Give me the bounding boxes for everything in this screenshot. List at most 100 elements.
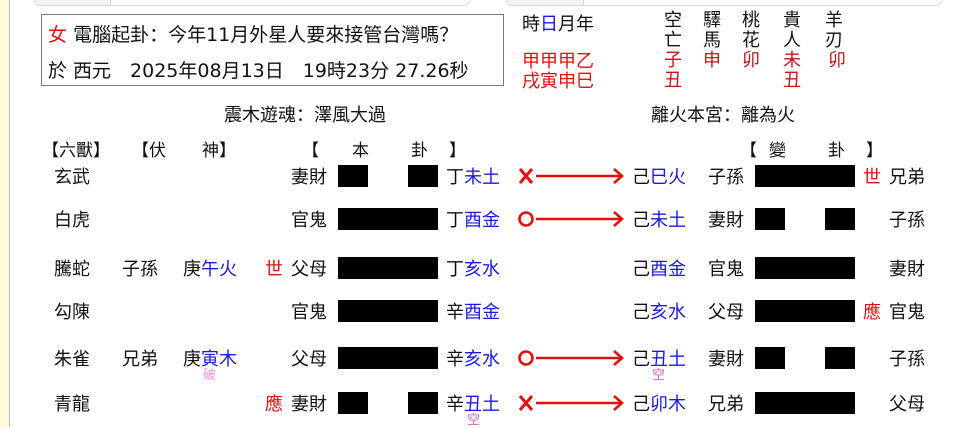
changed-yang-bar <box>755 165 855 187</box>
yin-bar-right-segment <box>408 165 438 187</box>
changed-stem: 己 <box>632 167 650 188</box>
line-branch: 酉金 <box>464 302 500 323</box>
header-biangua-gua: 卦 <box>828 141 845 161</box>
changed-stem: 己 <box>632 259 650 280</box>
line-branch: 亥水 <box>464 349 500 370</box>
changed-stem: 己 <box>632 349 650 370</box>
header-biangua-open: 【 <box>740 141 757 161</box>
left-sidebar-strip <box>0 0 10 427</box>
line-stem: 丁 <box>446 167 464 188</box>
yang-bar <box>338 208 438 230</box>
fushen-mark: 破 <box>203 368 217 383</box>
top-panel-right <box>505 0 943 6</box>
changed-relation: 子孫 <box>708 167 744 188</box>
line-branch: 酉金 <box>464 210 500 231</box>
changed-yin-bar-left-segment <box>755 347 785 369</box>
changed-yang-bar <box>755 392 855 414</box>
question-title-line: 女 電腦起卦：今年11月外星人要來接管台灣嗎？ <box>48 20 458 47</box>
question-box: 女 電腦起卦：今年11月外星人要來接管台灣嗎？ 於 西元 2025年08月13日… <box>41 14 504 86</box>
original-palace-relation: 官鬼 <box>889 302 925 323</box>
yang-bar <box>338 257 438 279</box>
yang-bar <box>338 347 438 369</box>
changed-yin-bar-right-segment <box>825 208 855 230</box>
changed-branch: 未土 <box>650 210 686 231</box>
changed-stem: 己 <box>632 302 650 323</box>
changed-relation: 兄弟 <box>708 394 744 415</box>
header-biangua-bian: 變 <box>769 141 786 161</box>
pillars-header: 時日月年 <box>522 10 594 36</box>
header-liushou: 【六獸】 <box>42 141 110 161</box>
shensha-kongwang: 空亡 子丑 <box>664 10 682 91</box>
six-beast-label: 青龍 <box>54 394 90 415</box>
changed-relation: 妻財 <box>708 210 744 231</box>
fushen-relation: 子孫 <box>122 259 158 280</box>
changed-relation: 官鬼 <box>708 259 744 280</box>
changed-relation: 父母 <box>708 302 744 323</box>
line-stem-branch: 丁未土 <box>446 163 500 189</box>
line-stem: 丁 <box>446 259 464 280</box>
yin-bar-left-segment <box>338 165 368 187</box>
line-relation: 父母 <box>291 259 327 280</box>
fushen-relation: 兄弟 <box>122 349 158 370</box>
original-palace-relation: 子孫 <box>889 349 925 370</box>
line-relation: 妻財 <box>291 167 327 188</box>
line-branch: 丑土 <box>464 394 500 415</box>
changed-branch: 卯木 <box>650 394 686 415</box>
pillars-values: 甲甲甲乙 戌寅申巳 <box>522 52 594 92</box>
shi-ying-mark-left: 應 <box>265 394 283 415</box>
six-beast-label: 白虎 <box>54 210 90 231</box>
changed-branch: 丑土 <box>650 349 686 370</box>
changed-empty-mark: 空 <box>652 368 666 383</box>
line-stem: 辛 <box>446 394 464 415</box>
changed-yin-bar-left-segment <box>755 208 785 230</box>
line-branch: 亥水 <box>464 259 500 280</box>
six-beast-label: 朱雀 <box>54 349 90 370</box>
changed-stem-branch: 己酉金 <box>632 255 686 281</box>
line-relation: 官鬼 <box>291 210 327 231</box>
moving-yang-circle-arrow-icon <box>516 346 626 370</box>
header-bengua-open: 【 <box>302 141 319 161</box>
changed-stem-branch: 己巳火 <box>632 163 686 189</box>
header-biangua-close: 】 <box>866 141 883 161</box>
gender-label: 女 <box>48 24 68 46</box>
pillar-hour-label: 時 <box>522 14 540 35</box>
original-palace-relation: 父母 <box>889 394 925 415</box>
header-fushen-close: 神】 <box>202 141 236 161</box>
shi-ying-mark-right: 應 <box>863 302 881 323</box>
changed-yang-bar <box>755 257 855 279</box>
moving-yang-circle-arrow-icon <box>516 207 626 231</box>
line-branch: 未土 <box>464 167 500 188</box>
original-palace-relation: 妻財 <box>889 259 925 280</box>
line-stem: 辛 <box>446 302 464 323</box>
changed-stem-branch: 己卯木 <box>632 390 686 416</box>
line-stem-branch: 丁亥水 <box>446 255 500 281</box>
pillar-day-label: 日 <box>540 14 558 35</box>
original-palace-relation: 子孫 <box>889 210 925 231</box>
changed-branch: 酉金 <box>650 259 686 280</box>
shensha-yima: 驛馬 申 <box>703 10 721 71</box>
changed-stem: 己 <box>632 394 650 415</box>
shi-ying-mark-right: 世 <box>863 167 881 188</box>
changed-branch: 巳火 <box>650 167 686 188</box>
line-stem-branch: 丁酉金 <box>446 206 500 232</box>
line-stem: 丁 <box>446 210 464 231</box>
line-stem: 辛 <box>446 349 464 370</box>
line-empty-mark: 空 <box>467 413 481 428</box>
fushen-stem: 庚 <box>183 349 201 370</box>
six-beast-label: 勾陳 <box>54 302 90 323</box>
changed-stem-branch: 己未土 <box>632 206 686 232</box>
yin-bar-left-segment <box>338 392 368 414</box>
fushen-stem-branch: 庚寅木 <box>183 345 237 371</box>
header-fushen-open: 【伏 <box>132 141 166 161</box>
shensha-yangren: 羊刃 卯 <box>825 10 846 71</box>
line-stem-branch: 辛亥水 <box>446 345 500 371</box>
six-beast-label: 玄武 <box>54 167 90 188</box>
changed-stem-branch: 己丑土 <box>632 345 686 371</box>
fushen-stem: 庚 <box>183 259 201 280</box>
pillar-branches: 戌寅申巳 <box>522 71 594 92</box>
question-title: 電腦起卦：今年11月外星人要來接管台灣嗎？ <box>73 24 459 46</box>
line-relation: 官鬼 <box>291 302 327 323</box>
shensha-guiren: 貴人 未丑 <box>783 10 801 91</box>
line-stem-branch: 辛酉金 <box>446 298 500 324</box>
question-date: 於 西元 2025年08月13日 19時23分 27.26秒 <box>48 60 469 82</box>
